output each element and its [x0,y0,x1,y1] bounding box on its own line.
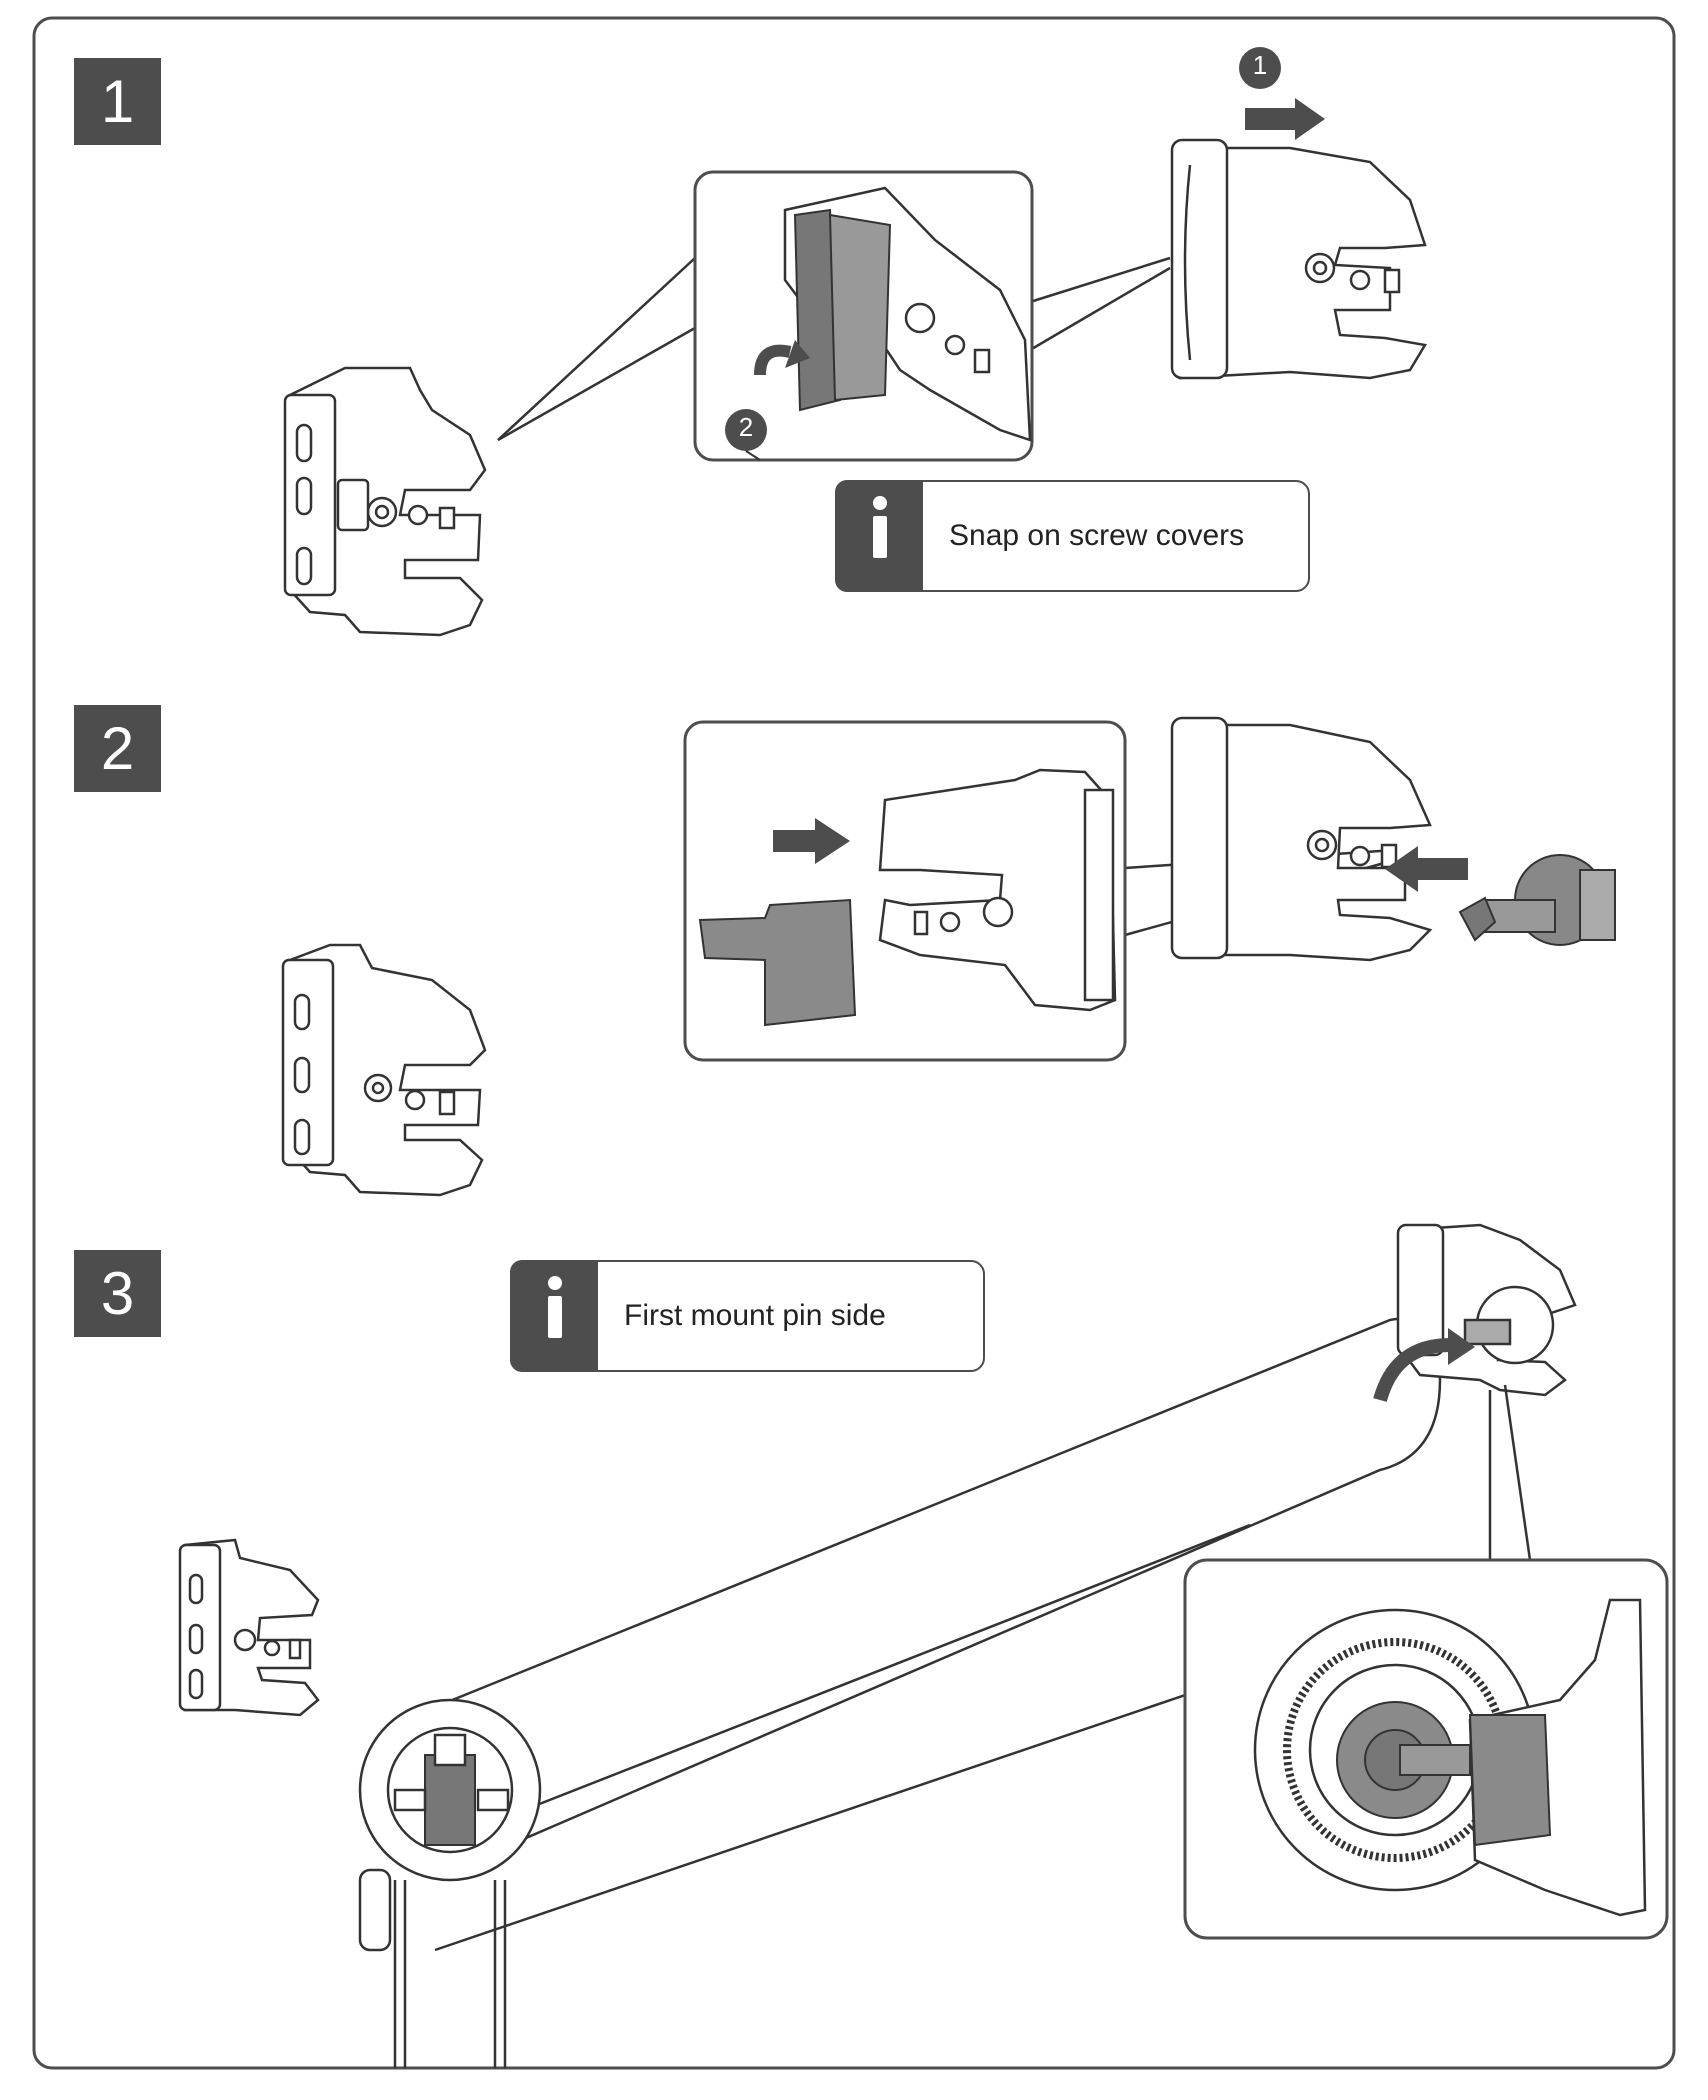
info-box-mount-pin-side: First mount pin side [510,1260,985,1372]
rotate-arrow-step3 [1373,1338,1451,1403]
callout-2-label: 2 [738,412,754,442]
bracket-step3-left [178,1538,320,1717]
bracket-step2-right [1170,716,1433,962]
callout-2-circle [725,409,767,451]
push-arrow-step1 [1245,98,1325,140]
pin-plug-step2 [1385,846,1616,946]
info-icon [510,1260,598,1372]
page-border [32,16,1676,2070]
bracket-step3-right [1396,1223,1577,1397]
step-1-badge: 1 [74,58,161,145]
info-text-snap-covers: Snap on screw covers [949,519,1245,552]
info-text-mount-pin-side: First mount pin side [624,1299,886,1332]
info-icon [835,480,923,592]
roller-tube [358,1317,1442,2068]
bracket-step1-right [1170,138,1428,380]
zoom-box-step1 [693,170,1034,462]
callout-1-circle [1239,47,1281,89]
callout-1-label: 1 [1252,50,1268,80]
info-box-snap-covers: Snap on screw covers [835,480,1310,592]
zoom-box-step2 [683,720,1127,1062]
bracket-step1-left [283,366,487,637]
zoom-box-step3 [1183,1558,1669,1940]
step-2-badge: 2 [74,705,161,792]
step-3-badge: 3 [74,1250,161,1337]
bracket-step2-left [281,943,487,1197]
zoom-lines-step1 [497,256,1171,442]
